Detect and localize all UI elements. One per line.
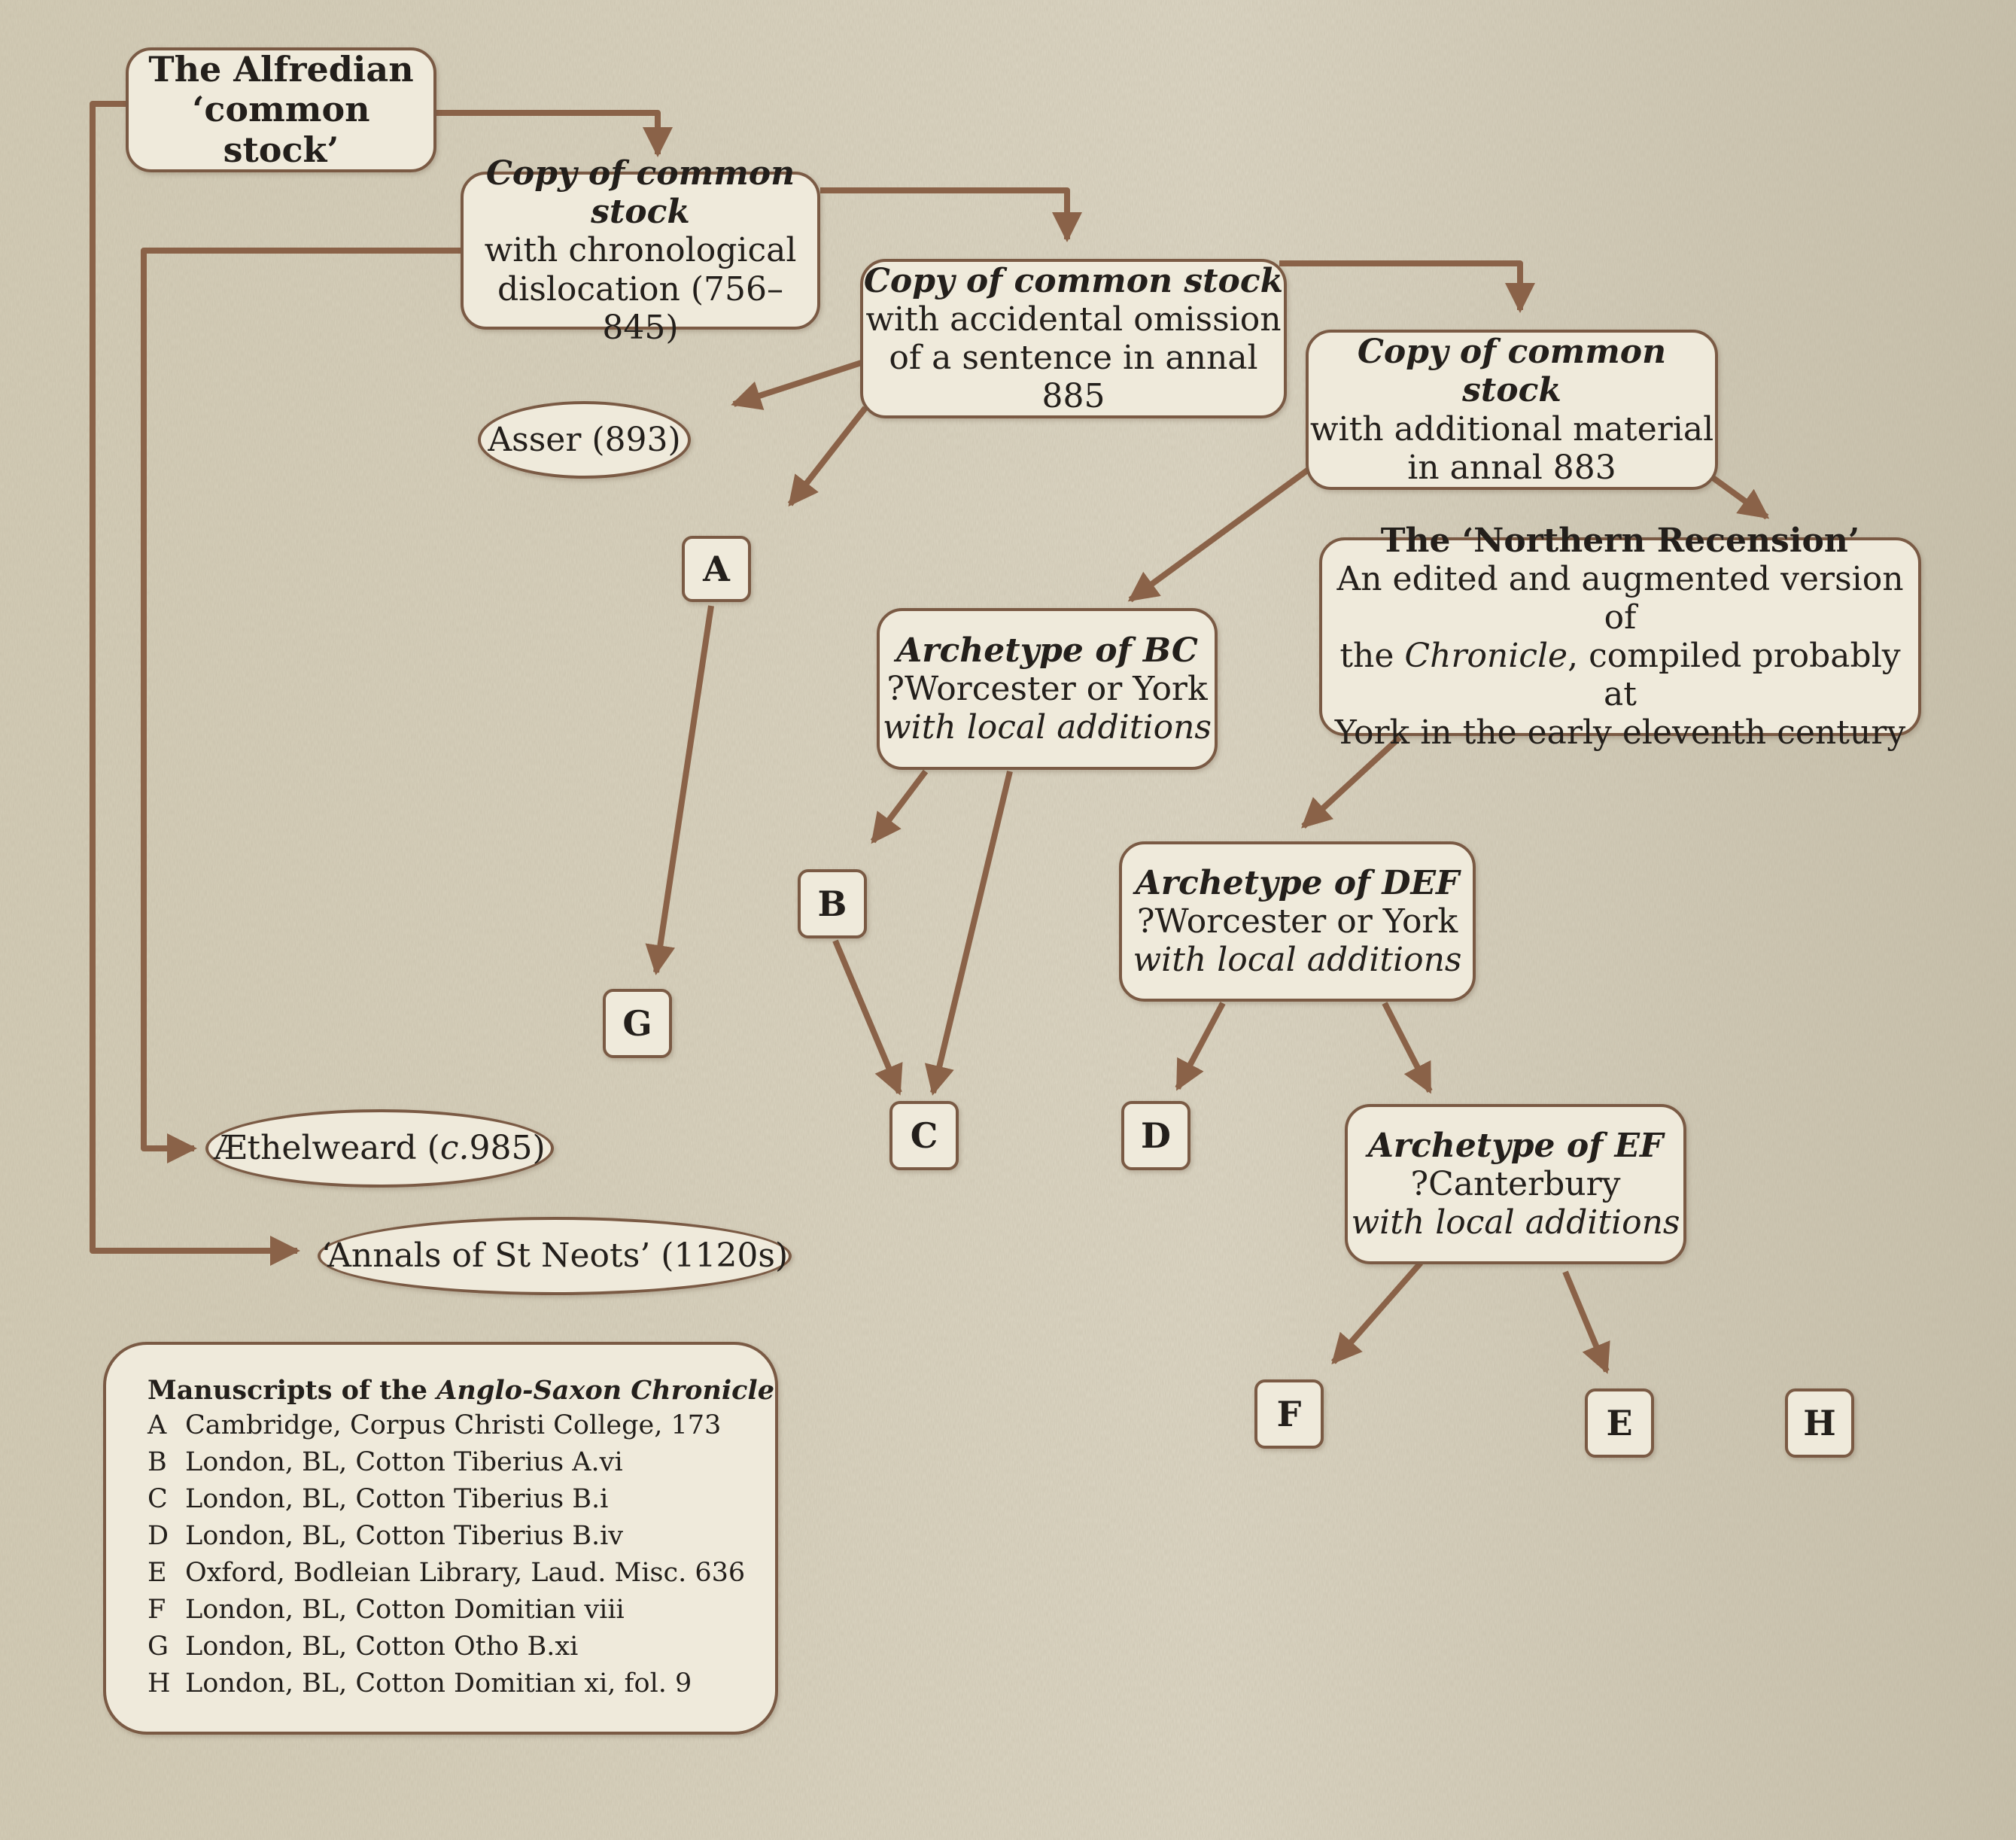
node-copy-omission: Copy of common stock with accidental omi… (860, 259, 1287, 418)
node-annals-st-neots: ‘Annals of St Neots’ (1120s) (318, 1217, 792, 1295)
arrow-dislocation-to-omission (820, 187, 1082, 242)
node-common-stock: The Alfredian ‘common stock’ (126, 47, 436, 172)
ms-box-f: F (1254, 1379, 1324, 1449)
node-archetype-ef: Archetype of EF ?Canterbury with local a… (1345, 1104, 1686, 1264)
arrow-def-to-archetype-ef (1382, 1002, 1433, 1094)
arrow-a-to-g (645, 605, 714, 975)
node-aethelweard: Æthelweard (c.985) (205, 1109, 554, 1188)
ms-box-e: E (1585, 1388, 1654, 1458)
arrow-dislocation-to-aethelweard (141, 248, 461, 1163)
manuscripts-legend: Manuscripts of the Anglo-Saxon Chronicle… (103, 1342, 778, 1735)
arrow-northern-to-archetype-def (1301, 735, 1402, 829)
node-asser: Asser (893) (478, 401, 691, 479)
ms-box-c: C (889, 1101, 959, 1170)
arrow-stock-to-dislocation (436, 110, 673, 157)
arrow-omission-to-asser (731, 356, 874, 410)
arrow-omission-to-additional (1279, 260, 1535, 313)
node-archetype-bc: Archetype of BC ?Worcester or York with … (877, 608, 1218, 770)
node-copy-dislocation: Copy of common stock with chronological … (461, 154, 820, 347)
ms-box-h: H (1785, 1388, 1854, 1458)
legend-title: Manuscripts of the Anglo-Saxon Chronicle (147, 1375, 774, 1406)
arrow-ef-to-f (1330, 1261, 1424, 1365)
node-archetype-def: Archetype of DEF ?Worcester or York with… (1119, 841, 1476, 1002)
arrow-bc-to-c (924, 771, 1013, 1096)
arrow-ef-to-e (1562, 1270, 1610, 1374)
node-northern-recension: The ‘Northern Recension’ An edited and a… (1319, 522, 1921, 752)
arrow-omission-to-a (787, 406, 868, 507)
arrow-def-to-d (1175, 1002, 1226, 1091)
node-copy-additional: Copy of common stock with additional mat… (1306, 330, 1718, 490)
arrow-stock-to-st-neots (90, 101, 300, 1266)
ms-box-b: B (798, 869, 867, 938)
arrow-additional-to-northern (1710, 474, 1770, 520)
arrow-b-to-c (832, 939, 903, 1096)
ms-box-d: D (1121, 1101, 1190, 1170)
arrow-bc-to-b (870, 769, 929, 844)
ms-box-a: A (682, 536, 751, 602)
arrow-additional-to-archetype-bc (1127, 466, 1312, 603)
ms-box-g: G (603, 989, 672, 1058)
